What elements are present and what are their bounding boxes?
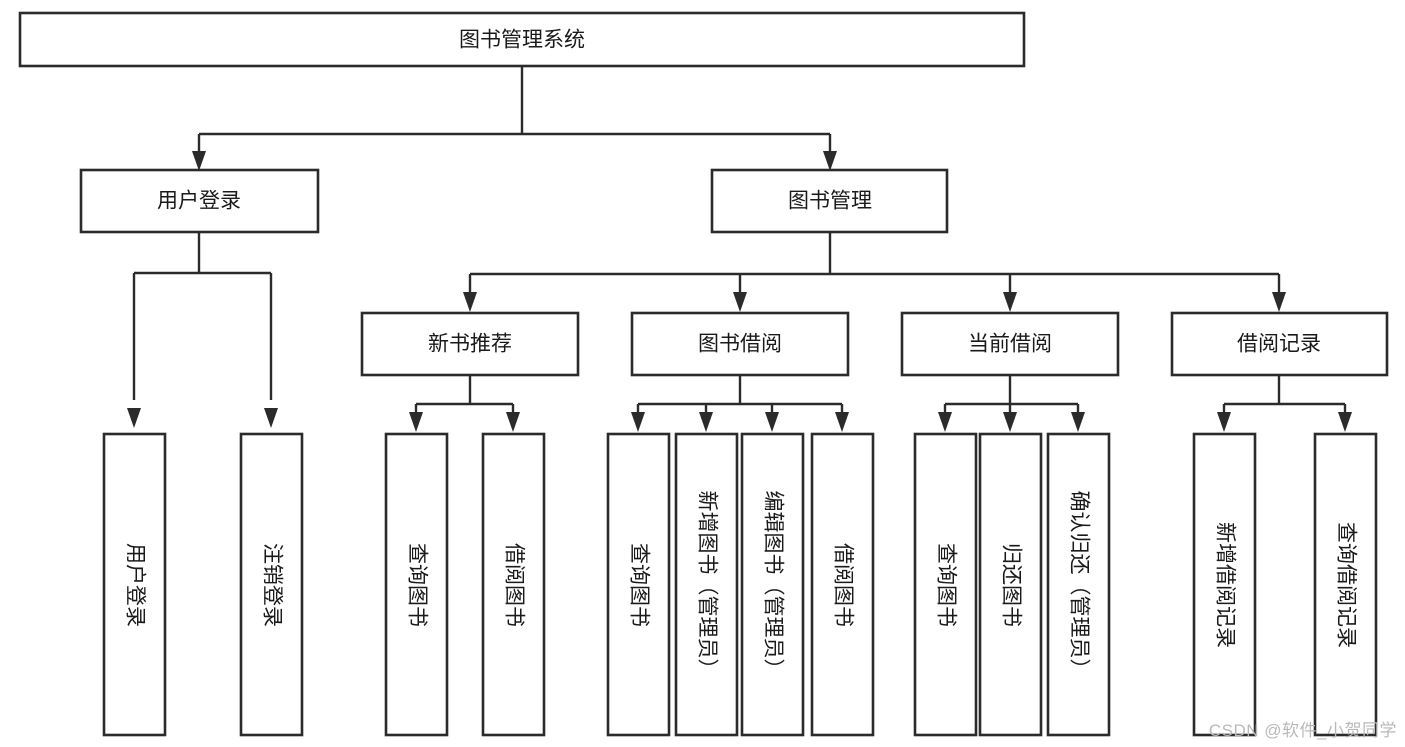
- leaf-borrow-record-add[interactable]: 新增借阅记录: [1192, 432, 1257, 737]
- node-root-label: 图书管理系统: [459, 29, 585, 52]
- node-user-login-box[interactable]: [79, 168, 320, 234]
- arrow-bookborrow-leaf-2: [699, 412, 713, 432]
- edges-book-manage-to-level3: [463, 232, 1286, 312]
- arrow-to-book-borrow: [733, 292, 747, 312]
- csdn-watermark: CSDN @软件_小贺同学: [1208, 721, 1397, 740]
- leaf-box[interactable]: [913, 432, 978, 737]
- leaf-box[interactable]: [1313, 432, 1378, 737]
- leaf-box[interactable]: [810, 432, 875, 737]
- arrow-bookborrow-leaf-3: [765, 412, 779, 432]
- edges-new-book-to-leaves: [409, 375, 520, 432]
- arrow-borrowrecord-leaf-1: [1217, 412, 1231, 432]
- leaf-box[interactable]: [674, 432, 739, 737]
- node-book-borrow-label: 图书借阅: [698, 333, 782, 356]
- arrow-currentborrow-leaf-3: [1071, 412, 1085, 432]
- edge-book-borrow-split: [636, 375, 844, 413]
- node-root[interactable]: 图书管理系统: [18, 11, 1026, 68]
- node-current-borrow-label: 当前借阅: [968, 333, 1052, 356]
- arrow-currentborrow-leaf-1: [938, 412, 952, 432]
- leaf-box[interactable]: [384, 432, 449, 737]
- leaf-label: 借阅图书: [831, 543, 854, 627]
- leaf-current-borrow-query[interactable]: 查询图书: [913, 432, 978, 737]
- leaf-current-borrow-confirm[interactable]: 确认归还（管理员）: [1046, 432, 1111, 737]
- edge-book-manage-split: [468, 232, 1281, 300]
- leaf-book-borrow-borrow[interactable]: 借阅图书: [810, 432, 875, 737]
- leaf-box[interactable]: [481, 432, 546, 737]
- edge-root-split: [197, 66, 832, 160]
- leaf-label: 查询借阅记录: [1334, 522, 1357, 648]
- leaf-box[interactable]: [1046, 432, 1111, 737]
- node-book-borrow-box[interactable]: [630, 311, 850, 377]
- arrow-newbook-leaf-2: [506, 412, 520, 432]
- leaf-current-borrow-return[interactable]: 归还图书: [978, 432, 1043, 737]
- edges-book-borrow-to-leaves: [631, 375, 849, 432]
- leaf-box[interactable]: [978, 432, 1043, 737]
- leaf-new-book-borrow[interactable]: 借阅图书: [481, 432, 546, 737]
- leaf-user-login-login[interactable]: 用户登录: [102, 432, 167, 737]
- edges-root-to-level2: [192, 66, 837, 171]
- node-current-borrow[interactable]: 当前借阅: [900, 311, 1120, 377]
- leaf-label: 用户登录: [123, 543, 146, 627]
- leaf-label: 借阅图书: [502, 543, 525, 627]
- leaf-label: 查询图书: [934, 543, 957, 627]
- leaf-label: 新增借阅记录: [1213, 522, 1236, 648]
- leaf-label: 编辑图书（管理员）: [761, 491, 784, 680]
- leaf-user-login-logout[interactable]: 注销登录: [239, 432, 304, 737]
- edge-current-borrow-split: [943, 375, 1080, 413]
- arrow-to-leaf-user-login: [127, 408, 141, 428]
- node-new-book[interactable]: 新书推荐: [360, 311, 580, 377]
- node-new-book-box[interactable]: [360, 311, 580, 377]
- node-user-login[interactable]: 用户登录: [79, 168, 320, 234]
- arrow-borrowrecord-leaf-2: [1338, 412, 1352, 432]
- edges-user-login-to-leaves: [127, 232, 278, 428]
- arrow-to-book-manage: [823, 151, 837, 171]
- leaf-label: 新增图书（管理员）: [695, 491, 718, 680]
- leaf-box[interactable]: [740, 432, 805, 737]
- leaf-box[interactable]: [606, 432, 671, 737]
- node-book-borrow[interactable]: 图书借阅: [630, 311, 850, 377]
- edge-user-login-split: [132, 232, 273, 400]
- edge-new-book-split: [414, 375, 515, 413]
- arrow-to-leaf-logout: [264, 408, 278, 428]
- node-borrow-record-box[interactable]: [1170, 311, 1389, 377]
- leaf-new-book-query[interactable]: 查询图书: [384, 432, 449, 737]
- leaf-box[interactable]: [239, 432, 304, 737]
- node-book-manage[interactable]: 图书管理: [710, 168, 949, 234]
- arrow-to-new-book: [463, 292, 477, 312]
- leaf-label: 归还图书: [999, 543, 1022, 627]
- arrow-bookborrow-leaf-1: [631, 412, 645, 432]
- node-root-box[interactable]: [18, 11, 1026, 68]
- node-user-login-label: 用户登录: [157, 190, 241, 213]
- node-new-book-label: 新书推荐: [428, 333, 512, 356]
- leaf-borrow-record-query[interactable]: 查询借阅记录: [1313, 432, 1378, 737]
- leaf-box[interactable]: [1192, 432, 1257, 737]
- leaf-book-borrow-query[interactable]: 查询图书: [606, 432, 671, 737]
- leaf-label: 查询图书: [627, 543, 650, 627]
- leaf-box[interactable]: [102, 432, 167, 737]
- leaf-label: 查询图书: [405, 543, 428, 627]
- leaf-label: 注销登录: [260, 543, 283, 627]
- node-borrow-record[interactable]: 借阅记录: [1170, 311, 1389, 377]
- leaf-book-borrow-add[interactable]: 新增图书（管理员）: [674, 432, 739, 737]
- edge-borrow-record-split: [1222, 375, 1347, 413]
- arrow-currentborrow-leaf-2: [1003, 412, 1017, 432]
- node-borrow-record-label: 借阅记录: [1237, 333, 1321, 356]
- leaf-book-borrow-edit[interactable]: 编辑图书（管理员）: [740, 432, 805, 737]
- arrow-to-current-borrow: [1003, 292, 1017, 312]
- node-current-borrow-box[interactable]: [900, 311, 1120, 377]
- edges-borrow-record-to-leaves: [1217, 375, 1352, 432]
- node-book-manage-box[interactable]: [710, 168, 949, 234]
- arrow-to-borrow-record: [1272, 292, 1286, 312]
- arrow-to-user-login: [192, 151, 206, 171]
- arrow-bookborrow-leaf-4: [835, 412, 849, 432]
- leaf-label: 确认归还（管理员）: [1067, 491, 1090, 680]
- node-book-manage-label: 图书管理: [788, 190, 872, 213]
- arrow-newbook-leaf-1: [409, 412, 423, 432]
- edges-current-borrow-to-leaves: [938, 375, 1085, 432]
